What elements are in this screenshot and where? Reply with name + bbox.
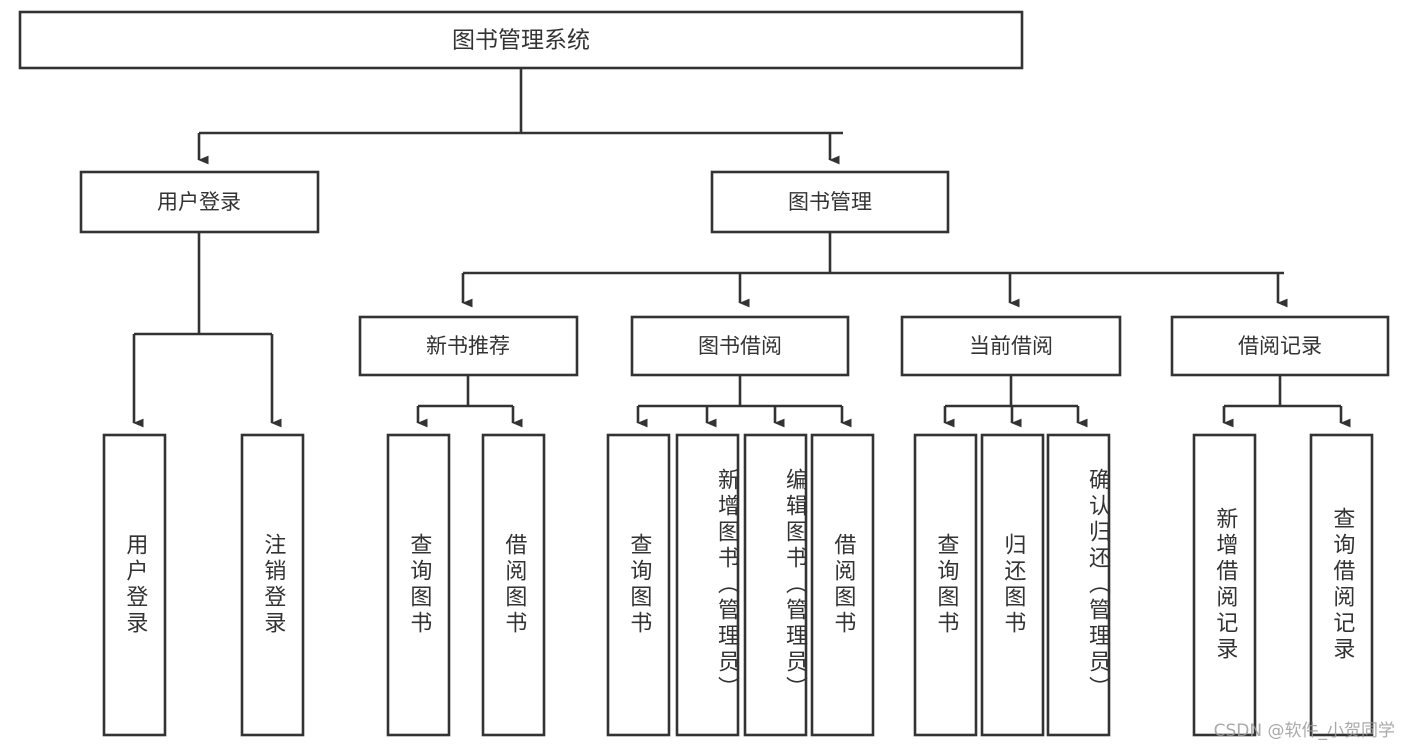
node-leaf-borrow-book-2[interactable] xyxy=(810,433,875,737)
node-current-borrow-label: 当前借阅 xyxy=(969,334,1053,358)
node-leaf-add-borrow-record[interactable] xyxy=(1192,433,1257,737)
node-book-management-label: 图书管理 xyxy=(788,190,872,214)
node-leaf-edit-book-admin[interactable] xyxy=(743,433,808,737)
node-new-book-recommend-label: 新书推荐 xyxy=(426,334,510,358)
node-borrow-record-label: 借阅记录 xyxy=(1238,334,1322,358)
node-leaf-confirm-return[interactable] xyxy=(1046,433,1111,737)
node-user-login-label: 用户登录 xyxy=(157,190,241,214)
node-leaf-add-book-admin[interactable] xyxy=(675,433,740,737)
connector-userlogin-to-leaves xyxy=(132,232,282,428)
connector-bookmgmt-to-level3 xyxy=(461,232,1288,308)
node-leaf-user-login[interactable] xyxy=(102,433,167,737)
node-book-management[interactable]: 图书管理 xyxy=(710,170,950,234)
node-leaf-return-book[interactable] xyxy=(980,433,1045,737)
connector-root-to-level2 xyxy=(197,68,843,165)
connector-newbook-to-leaves xyxy=(416,375,523,428)
connector-borrowrecord-to-leaves xyxy=(1222,375,1351,428)
node-leaf-query-book-2[interactable] xyxy=(606,433,671,737)
node-current-borrow[interactable]: 当前借阅 xyxy=(900,315,1122,377)
node-leaf-query-book-3[interactable] xyxy=(913,433,978,737)
node-leaf-logout-login[interactable] xyxy=(240,433,305,737)
node-book-borrow[interactable]: 图书借阅 xyxy=(630,315,850,377)
node-borrow-record[interactable]: 借阅记录 xyxy=(1170,315,1390,377)
node-leaf-query-book-1[interactable] xyxy=(386,433,451,737)
node-user-login[interactable]: 用户登录 xyxy=(79,170,320,234)
node-leaf-borrow-book-1[interactable] xyxy=(481,433,546,737)
node-leaf-query-borrow-record[interactable] xyxy=(1309,433,1374,737)
connector-currentborrow-to-leaves xyxy=(943,375,1088,428)
node-new-book-recommend[interactable]: 新书推荐 xyxy=(358,315,579,377)
csdn-watermark: CSDN @软件_小贺同学 xyxy=(1213,721,1395,741)
node-book-borrow-label: 图书借阅 xyxy=(698,334,782,358)
connector-bookborrow-to-leaves xyxy=(636,375,852,428)
node-root[interactable]: 图书管理系统 xyxy=(18,10,1024,70)
node-root-label: 图书管理系统 xyxy=(452,28,590,54)
